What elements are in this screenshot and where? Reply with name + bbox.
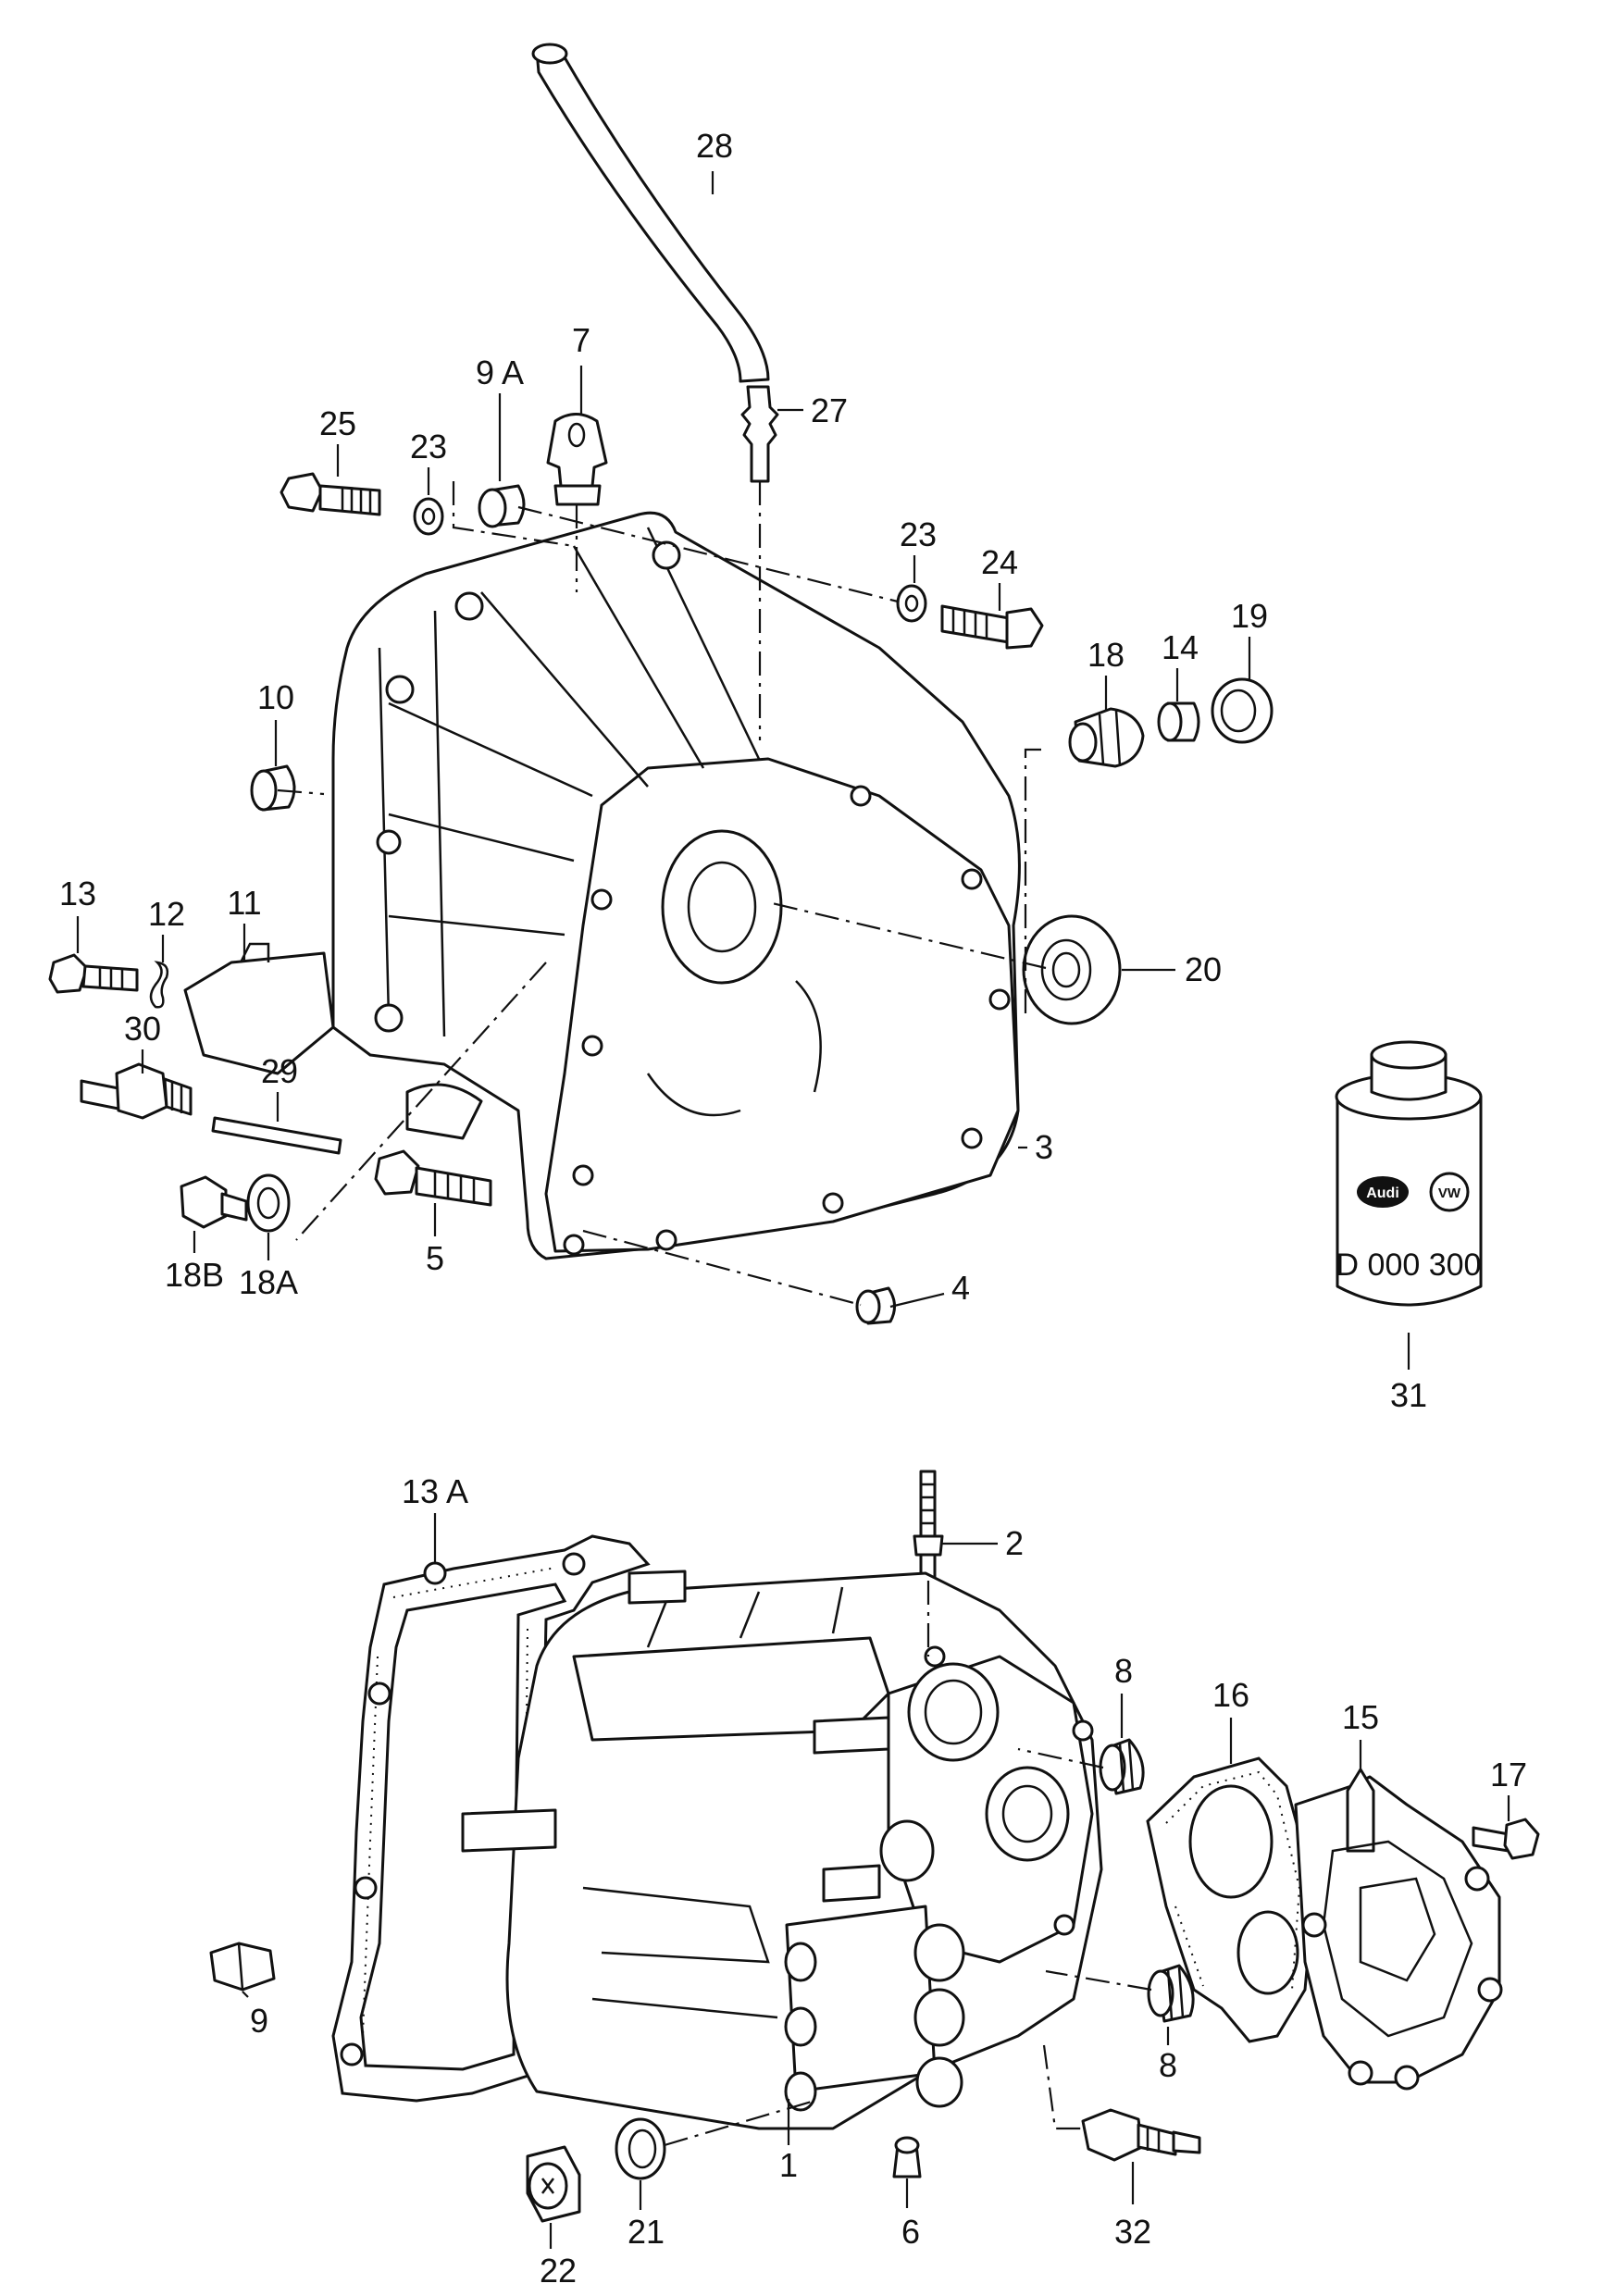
callout-18: 18 (1087, 636, 1125, 674)
plug-8-bottom (1147, 1964, 1195, 2023)
bolt-13 (48, 953, 139, 994)
callout-32: 32 (1114, 2213, 1151, 2251)
sensor-30 (80, 1062, 193, 1120)
breather-hose (531, 43, 770, 383)
clip-12 (149, 961, 169, 1009)
sensor-32 (1081, 2108, 1201, 2162)
plug-6 (892, 2136, 922, 2178)
callout-4: 4 (951, 1269, 970, 1307)
callout-18b: 18B (165, 1256, 224, 1294)
seal-21 (615, 2117, 666, 2180)
callout-25: 25 (319, 404, 356, 442)
seal-19 (1211, 677, 1274, 744)
washer-23-right (896, 584, 927, 623)
bolt-5 (374, 1149, 492, 1207)
callout-23-left: 23 (410, 428, 447, 465)
block-9 (209, 1942, 276, 1992)
oil-can: Audi VW D 000 300 (1335, 1040, 1483, 1307)
callout-27: 27 (811, 391, 848, 429)
rod-29 (211, 1116, 342, 1155)
clutch-housing (183, 511, 1021, 1260)
callout-9a: 9 A (476, 354, 524, 391)
callout-1: 1 (779, 2146, 798, 2184)
plug-22 (526, 2145, 581, 2223)
bushing-14 (1157, 701, 1200, 742)
callout-31: 31 (1390, 1376, 1427, 1414)
callout-13: 13 (59, 875, 96, 912)
oil-filler-plug (546, 413, 608, 506)
callout-7: 7 (572, 321, 590, 359)
callout-9: 9 (250, 2002, 268, 2040)
cover-15 (1294, 1768, 1503, 2091)
washer-18a (246, 1173, 291, 1233)
callout-28: 28 (696, 127, 733, 165)
callout-14: 14 (1162, 628, 1199, 666)
audi-logo-icon (1357, 1176, 1409, 1208)
callout-6: 6 (901, 2213, 920, 2251)
bolt-24 (940, 604, 1044, 650)
callout-8-bottom: 8 (1159, 2046, 1177, 2084)
drain-plug-18b (180, 1175, 248, 1229)
gearbox-housing (461, 1570, 1103, 2130)
bolt-25 (280, 472, 381, 516)
callout-10: 10 (257, 678, 294, 716)
callout-20: 20 (1185, 950, 1222, 988)
oil-can-brand-right: VW (1438, 1185, 1461, 1201)
callout-17: 17 (1490, 1756, 1527, 1793)
callout-13a: 13 A (402, 1472, 468, 1510)
callout-30: 30 (124, 1010, 161, 1048)
callout-12: 12 (148, 895, 185, 933)
callout-3: 3 (1035, 1128, 1053, 1166)
plug-8-top (1099, 1738, 1145, 1795)
callout-11: 11 (227, 884, 261, 922)
callout-23-right: 23 (900, 515, 937, 553)
vw-logo-icon (1429, 1172, 1470, 1212)
oil-can-part-number: D 000 300 (1336, 1247, 1482, 1283)
gasket-16 (1146, 1756, 1316, 2043)
stud-2 (913, 1470, 944, 1582)
hose-connector (740, 385, 779, 483)
washer-23-left (413, 497, 444, 536)
dowel-10 (250, 764, 296, 812)
callout-2: 2 (1005, 1524, 1024, 1562)
callout-29: 29 (261, 1052, 298, 1090)
callout-24: 24 (981, 543, 1018, 581)
callout-21: 21 (628, 2213, 665, 2251)
callout-22: 22 (540, 2252, 577, 2290)
callout-18a: 18A (239, 1263, 298, 1301)
callout-16: 16 (1212, 1676, 1249, 1714)
bolt-17 (1472, 1818, 1540, 1860)
callout-5: 5 (426, 1239, 444, 1277)
callout-19: 19 (1231, 597, 1268, 635)
seal-18 (1068, 707, 1145, 768)
oil-can-brand-left: Audi (1366, 1185, 1399, 1201)
dowel-4 (855, 1286, 896, 1325)
bearing-20 (1022, 914, 1122, 1025)
callout-15: 15 (1342, 1698, 1379, 1736)
dowel-sleeve-9a (478, 484, 526, 528)
callout-8-top: 8 (1114, 1652, 1133, 1690)
